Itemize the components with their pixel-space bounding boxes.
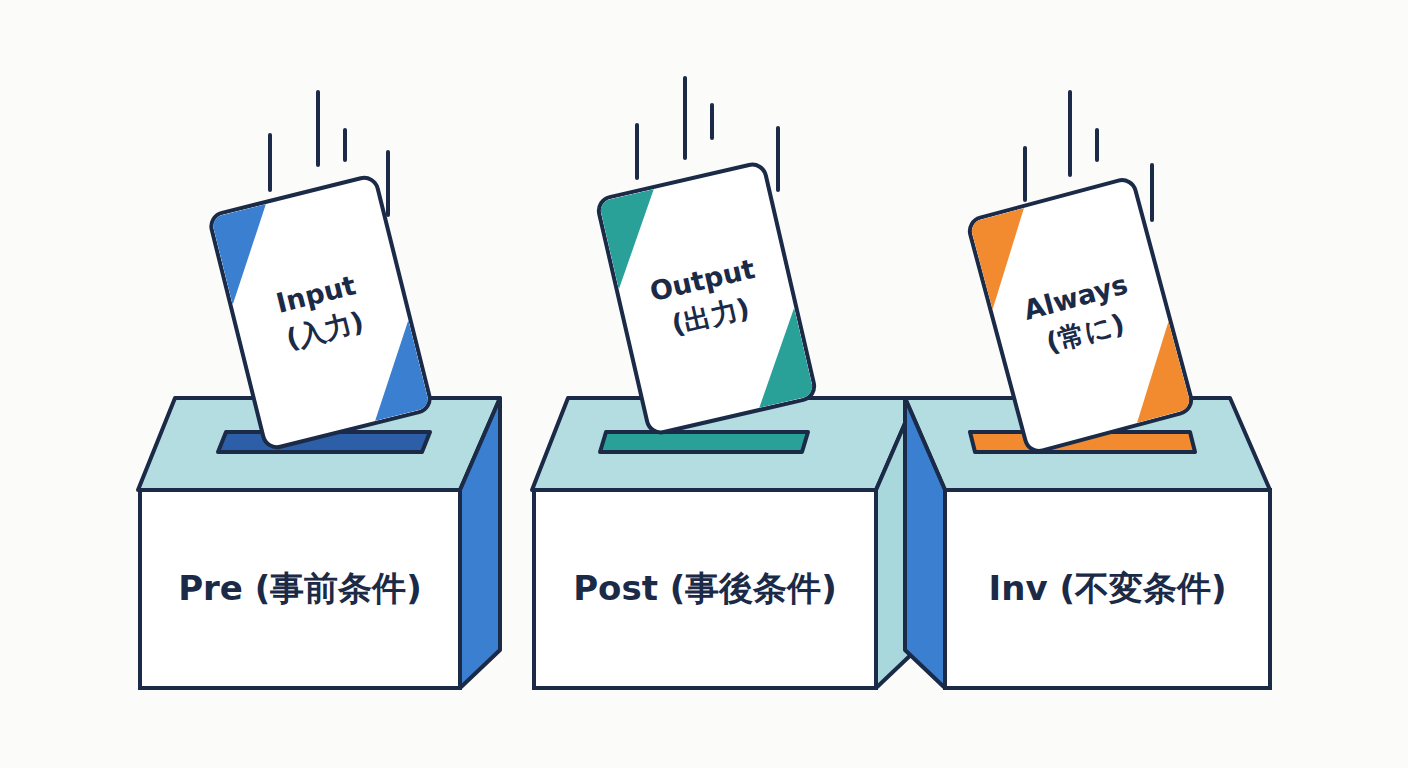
box-front: Pre (事前条件): [138, 488, 462, 690]
box-label: Inv (不変条件): [989, 566, 1227, 612]
box-front: Post (事後条件): [532, 488, 878, 690]
box-front: Inv (不変条件): [943, 488, 1272, 690]
condition-card: Output (出力): [593, 159, 819, 437]
box-label: Pre (事前条件): [178, 566, 422, 612]
card-label: Always (常に): [990, 258, 1170, 372]
card-label: Output (出力): [616, 244, 795, 353]
card-label: Input (入力): [230, 256, 410, 367]
box-label: Post (事後条件): [573, 566, 837, 612]
